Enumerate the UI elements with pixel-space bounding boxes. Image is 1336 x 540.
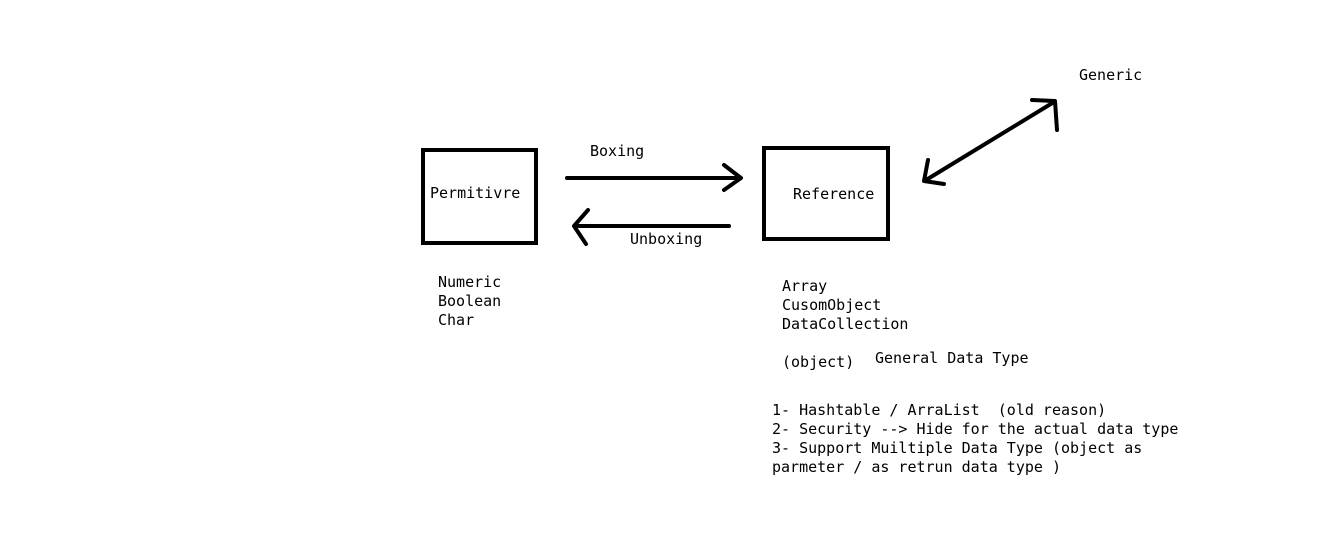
object-keyword: (object) (782, 353, 855, 371)
general-data-type-label: General Data Type (875, 349, 1029, 367)
primitive-box-label: Permitivre (430, 184, 521, 202)
unboxing-arrow (572, 208, 731, 246)
reference-types-list: Array CusomObject DataCollection (782, 277, 908, 334)
boxing-arrow (565, 163, 743, 192)
reference-type-item: Array (782, 277, 828, 295)
generic-label: Generic (1079, 66, 1143, 84)
reference-type-item: DataCollection (782, 315, 909, 333)
reason-item: 1- Hashtable / ArraList (old reason) (772, 401, 1107, 419)
boxing-label: Boxing (590, 142, 645, 160)
reason-item: 2- Security --> Hide for the actual data… (772, 420, 1179, 438)
reference-box (762, 146, 890, 241)
primitive-types-list: Numeric Boolean Char (438, 273, 501, 330)
primitive-type-item: Boolean (438, 292, 502, 310)
reasons-list: 1- Hashtable / ArraList (old reason) 2- … (772, 401, 1178, 477)
reference-box-label: Reference (793, 185, 875, 203)
reference-type-item: CusomObject (782, 296, 882, 314)
generic-arrow (922, 98, 1059, 186)
primitive-box (421, 148, 538, 245)
reason-item: 3- Support Muiltiple Data Type (object a… (772, 439, 1143, 457)
unboxing-label: Unboxing (630, 230, 703, 248)
reason-item: parmeter / as retrun data type ) (772, 458, 1061, 476)
primitive-type-item: Numeric (438, 273, 502, 291)
primitive-type-item: Char (438, 311, 475, 329)
